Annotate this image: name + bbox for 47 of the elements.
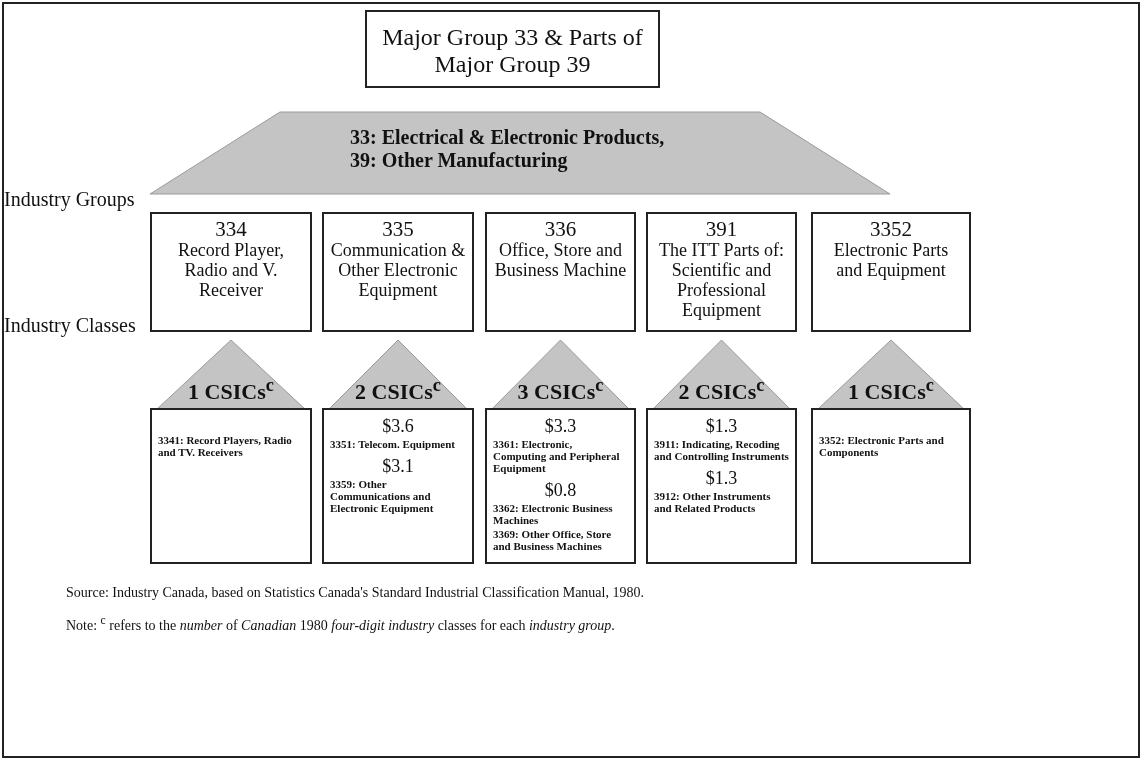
group-code: 391 bbox=[704, 218, 739, 240]
class-box bbox=[811, 408, 971, 564]
class-count: 2 CSICs$^{c}$ bbox=[677, 374, 766, 407]
source-note: Source: Industry Canada, based on Statistics Canada's Standard Industrial Classification Manual, 1980. bbox=[66, 585, 644, 601]
group-name: Office, Store and Business Machine bbox=[493, 240, 628, 280]
class-box bbox=[646, 408, 797, 564]
band-text: 33: Electrical & Electronic Products, 39: Other Manufacturing bbox=[350, 126, 666, 172]
group-code: 3352 bbox=[869, 218, 913, 240]
group-box bbox=[150, 212, 312, 332]
class-count: 2 CSICs$^{c}$ bbox=[354, 374, 442, 407]
class-description: 3359: Other Communications and Electronic Equipment bbox=[330, 478, 435, 514]
group-box bbox=[811, 212, 971, 332]
dollar-value: $3.1 bbox=[381, 456, 415, 476]
class-description: 3361: Electronic, Computing and Peripheral Equipment bbox=[493, 438, 621, 474]
section-heading: Industry Classes bbox=[4, 314, 136, 337]
dollar-value: $0.8 bbox=[543, 480, 578, 500]
group-code: 335 bbox=[381, 218, 415, 240]
class-count: 3 CSICs$^{c}$ bbox=[516, 374, 605, 407]
class-box bbox=[150, 408, 312, 564]
dollar-value: $1.3 bbox=[704, 416, 739, 436]
group-name: The ITT Parts of: Scientific and Professional Equipment bbox=[657, 240, 786, 320]
group-code: 336 bbox=[543, 218, 578, 240]
dollar-value: $3.6 bbox=[381, 416, 415, 436]
group-box bbox=[322, 212, 474, 332]
group-code: 334 bbox=[214, 218, 248, 240]
box-heading: Major Group 33 & Parts of Major Group 39 bbox=[381, 24, 644, 78]
group-name: Record Player, Radio and V. Receiver bbox=[176, 240, 286, 300]
class-box bbox=[485, 408, 636, 564]
class-description: 3351: Telecom. Equipment bbox=[330, 438, 456, 450]
section-heading: Industry Groups bbox=[4, 188, 135, 211]
group-name: Communication & Other Electronic Equipment bbox=[330, 240, 466, 300]
group-name: Electronic Parts and Equipment bbox=[832, 240, 950, 280]
class-description: 3911: Indicating, Recoding and Controlling Instruments bbox=[654, 438, 789, 462]
class-count: 1 CSICs$^{c}$ bbox=[187, 374, 275, 407]
footnote: Note: $^{c}$ refers to the number of Canadian 1980 four-digit industry classes for each industry group. bbox=[66, 614, 615, 634]
class-description: 3912: Other Instruments and Related Products bbox=[654, 490, 772, 514]
group-box bbox=[646, 212, 797, 332]
title-box bbox=[365, 10, 660, 88]
class-description: 3341: Record Players, Radio and TV. Receivers bbox=[158, 434, 293, 458]
class-description: 3352: Electronic Parts and Components bbox=[819, 434, 945, 458]
class-box bbox=[322, 408, 474, 564]
class-description: 3362: Electronic Business Machines bbox=[493, 502, 614, 526]
dollar-value: $1.3 bbox=[704, 468, 739, 488]
dollar-value: $3.3 bbox=[543, 416, 578, 436]
class-count: 1 CSICs$^{c}$ bbox=[847, 374, 935, 407]
class-description: 3369: Other Office, Store and Business Machines bbox=[493, 528, 613, 552]
group-box bbox=[485, 212, 636, 332]
